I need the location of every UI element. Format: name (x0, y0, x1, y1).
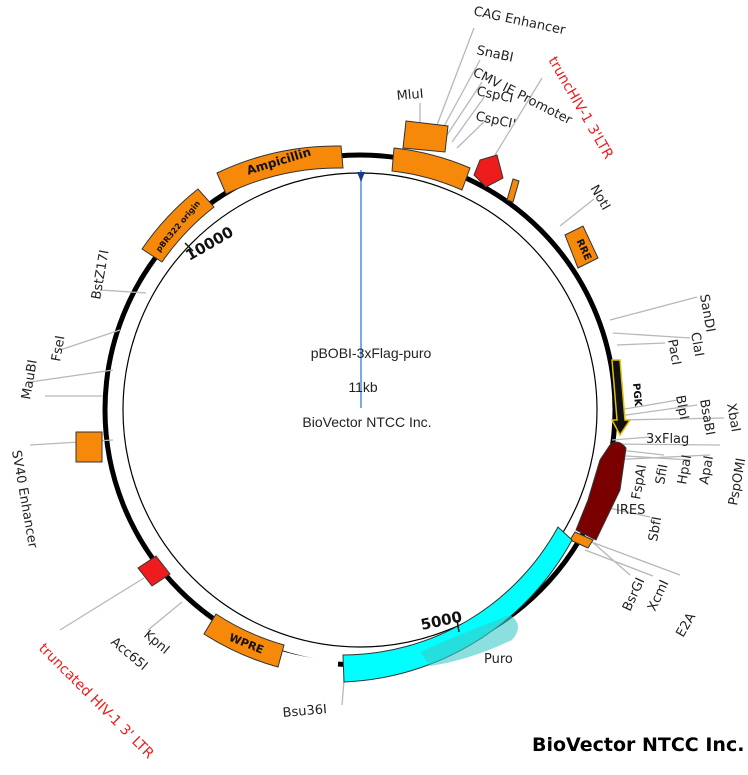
sv40-enhancer-segment (75, 431, 103, 463)
snabi-label: SnaBI (475, 43, 515, 65)
tick-10000 (184, 242, 194, 252)
rre-segment (564, 225, 599, 269)
pbr322-origin-segment (141, 188, 215, 263)
maubi-label: MauBI (19, 359, 41, 401)
small-orange-marker (506, 178, 520, 203)
trunc-ltr-bottom-segment (137, 555, 171, 587)
bipi-label: BlpI (672, 394, 691, 421)
sfii-label: SfiI (653, 463, 671, 486)
cag-enhancer-label: CAG Enhancer (472, 4, 567, 38)
trunc-ltr-top-segment (473, 154, 504, 188)
tick-10000-label: 10000 (182, 223, 236, 265)
noti-label: NotI (587, 183, 613, 214)
ampicillin-segment (216, 145, 344, 195)
fspai-label: FspAI (629, 463, 650, 500)
e2a-label: E2A (673, 610, 699, 640)
apai-label: ApaI (697, 455, 717, 486)
cmv-ie-promoter-segment (391, 147, 471, 191)
tick-5000 (456, 619, 460, 633)
bsu36i-label: Bsu36I (282, 702, 327, 721)
pspomi-label: PspOMI (726, 457, 748, 507)
three-x-flag-label: 3xFlag (646, 432, 689, 447)
xcmi-label: XcmI (645, 578, 672, 614)
wpre-segment (203, 613, 285, 668)
bsabi-label: BsaBI (696, 398, 717, 436)
cspci-label-2: CspCI' (474, 109, 517, 132)
cag-enhancer-segment (402, 120, 449, 153)
kpni-label: KpnI (140, 628, 172, 658)
bstz17i-label: BstZ17I (89, 249, 112, 301)
sandi-label: SanDI (696, 293, 717, 333)
clai-label: ClaI (687, 331, 706, 358)
e2a-segment (569, 531, 594, 549)
sv40-enhancer-label: SV40 Enhancer (8, 449, 40, 550)
company-footer: BioVector NTCC Inc. (532, 734, 744, 756)
puro-label: Puro (484, 652, 513, 667)
pgk-arrow (610, 359, 632, 437)
fsei-label: FseI (49, 334, 68, 362)
sbfi-label: SbfI (646, 516, 665, 543)
mlui-label: MluI (396, 87, 424, 104)
ires-label: IRES (616, 503, 645, 518)
pgk-label: PGK (630, 383, 643, 408)
hpai-label: HpaI (675, 454, 695, 486)
puro-highlight (420, 615, 519, 666)
plasmid-maker: BioVector NTCC Inc. (302, 414, 431, 430)
paci-label: PacI (664, 338, 683, 366)
origin-marker (357, 172, 365, 182)
plasmid-name: pBOBI-3xFlag-puro (311, 345, 432, 361)
ires-segment (575, 441, 627, 541)
xbai-label: XbaI (723, 402, 743, 433)
plasmid-size: 11kb (348, 379, 378, 395)
